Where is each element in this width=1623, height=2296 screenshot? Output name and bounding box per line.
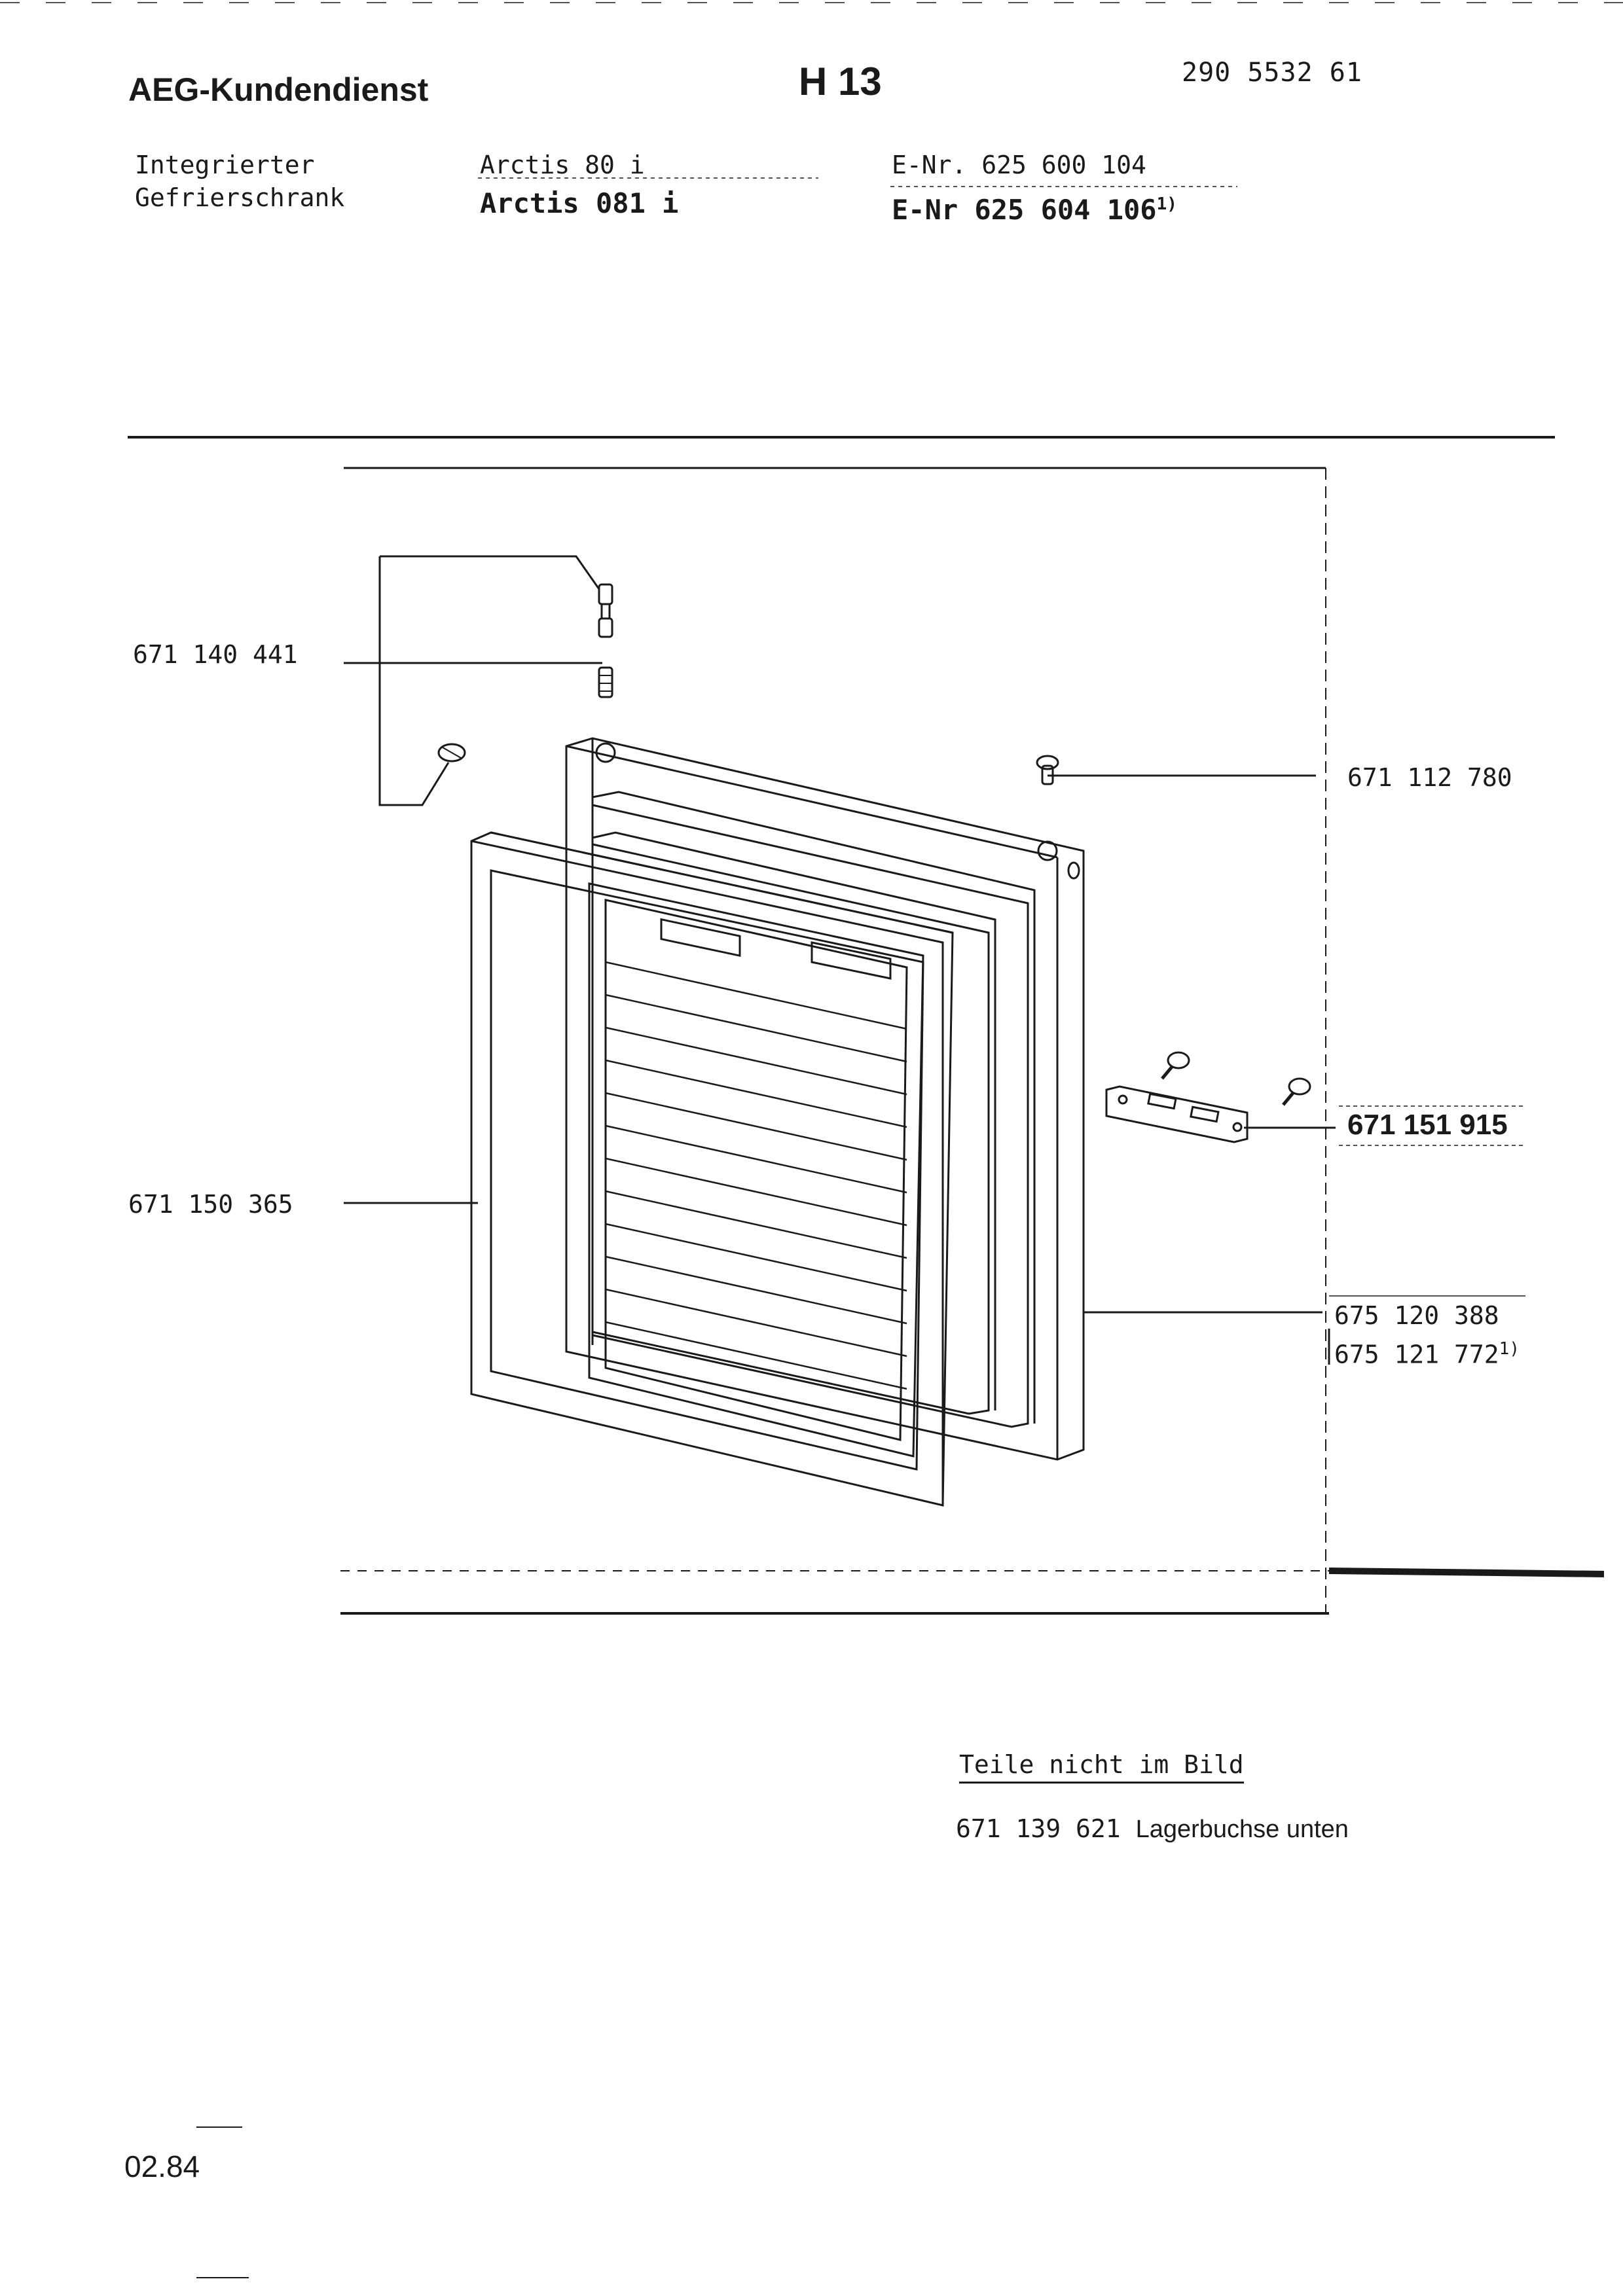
footnote-mark: 1) (1156, 194, 1177, 214)
enr-2: E-Nr 625 604 1061) (892, 194, 1177, 226)
hinge-pin-top (598, 583, 613, 605)
enr-1: E-Nr. 625 600 104 (892, 151, 1146, 179)
liner-ribs (605, 961, 907, 1390)
model-1: Arctis 80 i (480, 151, 645, 179)
issue-date: 02.84 (124, 2149, 200, 2183)
product-type-line2: Gefrierschrank (135, 183, 345, 212)
scan-edge-mark (1328, 1568, 1605, 1577)
not-shown-heading: Teile nicht im Bild (959, 1750, 1244, 1784)
hinge-screw (437, 743, 466, 762)
footnote-mark-door: 1) (1499, 1339, 1520, 1359)
part-number-latch: 671 151 915 (1347, 1109, 1508, 1141)
part-number-plug: 671 112 780 (1347, 763, 1512, 792)
brand-title: AEG-Kundendienst (128, 71, 429, 108)
document-number: 290 5532 61 (1182, 58, 1362, 88)
side-hole (1067, 861, 1080, 880)
hinge-hole-corner (1037, 840, 1058, 861)
not-shown-item: 671 139 621 Lagerbuchse unten (956, 1814, 1349, 1843)
leader-hinge-pin (380, 555, 600, 590)
part-number-door-a: 675 120 388 (1334, 1301, 1499, 1330)
latch-plate (1105, 1085, 1249, 1143)
part-number-frame: 671 150 365 (128, 1190, 293, 1219)
liner-slot-left (660, 918, 741, 958)
door-liner (588, 882, 924, 1458)
liner-slot-right (811, 941, 892, 980)
hinge-spring (598, 666, 613, 698)
plug-part (1036, 755, 1059, 770)
model-2: Arctis 081 i (480, 187, 679, 219)
latch-screw-2 (1288, 1077, 1311, 1096)
insulation-panel (591, 843, 990, 1415)
sheet-number: H 13 (799, 60, 882, 103)
door-seal-frame (470, 831, 954, 1507)
latch-screw-1 (1167, 1051, 1190, 1069)
part-number-hinge-pin: 671 140 441 (133, 640, 298, 669)
product-type-line1: Integrierter (135, 151, 315, 179)
hinge-hole-top (595, 742, 616, 763)
part-number-door-b: 675 121 7721) (1334, 1339, 1520, 1369)
